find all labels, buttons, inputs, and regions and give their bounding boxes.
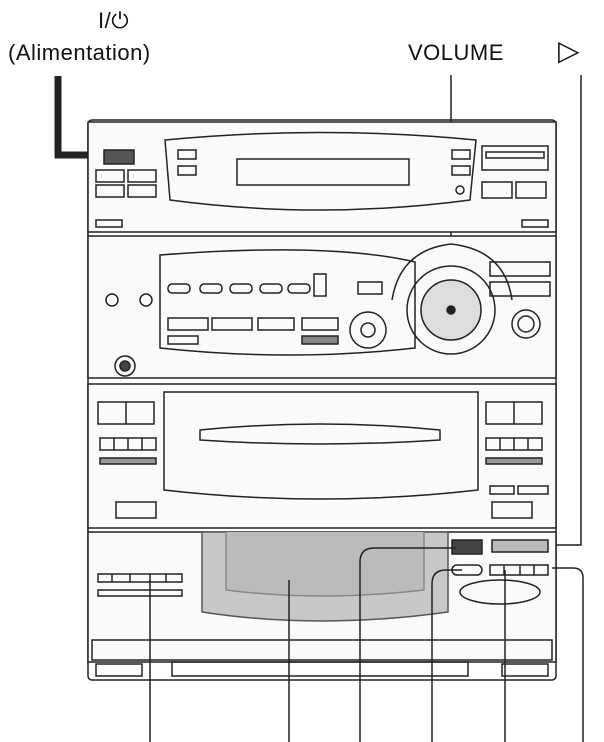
cassette-eject-left bbox=[115, 501, 157, 519]
tuner-deck bbox=[87, 121, 557, 233]
power-text-label: (Alimentation) bbox=[8, 40, 151, 65]
tuner-display-bezel bbox=[164, 131, 477, 211]
amplifier-deck bbox=[87, 235, 557, 379]
tuner-display bbox=[236, 158, 410, 186]
callout-3 bbox=[359, 547, 456, 742]
play-callout-line bbox=[546, 75, 582, 546]
cd-play-button bbox=[491, 539, 549, 553]
cassette-eject-right bbox=[491, 501, 533, 519]
callout-4 bbox=[431, 569, 462, 742]
volume-knob-outer bbox=[406, 265, 496, 355]
volume-label: VOLUME bbox=[408, 40, 504, 65]
power-symbol-label: I/⏻ bbox=[98, 8, 130, 33]
cabinet-base bbox=[171, 661, 469, 677]
cassette-door bbox=[163, 391, 479, 500]
callout-6 bbox=[552, 567, 584, 742]
play-symbol-label: ▷ bbox=[558, 35, 581, 66]
power-button bbox=[103, 149, 135, 165]
cd-display-small bbox=[451, 539, 483, 555]
